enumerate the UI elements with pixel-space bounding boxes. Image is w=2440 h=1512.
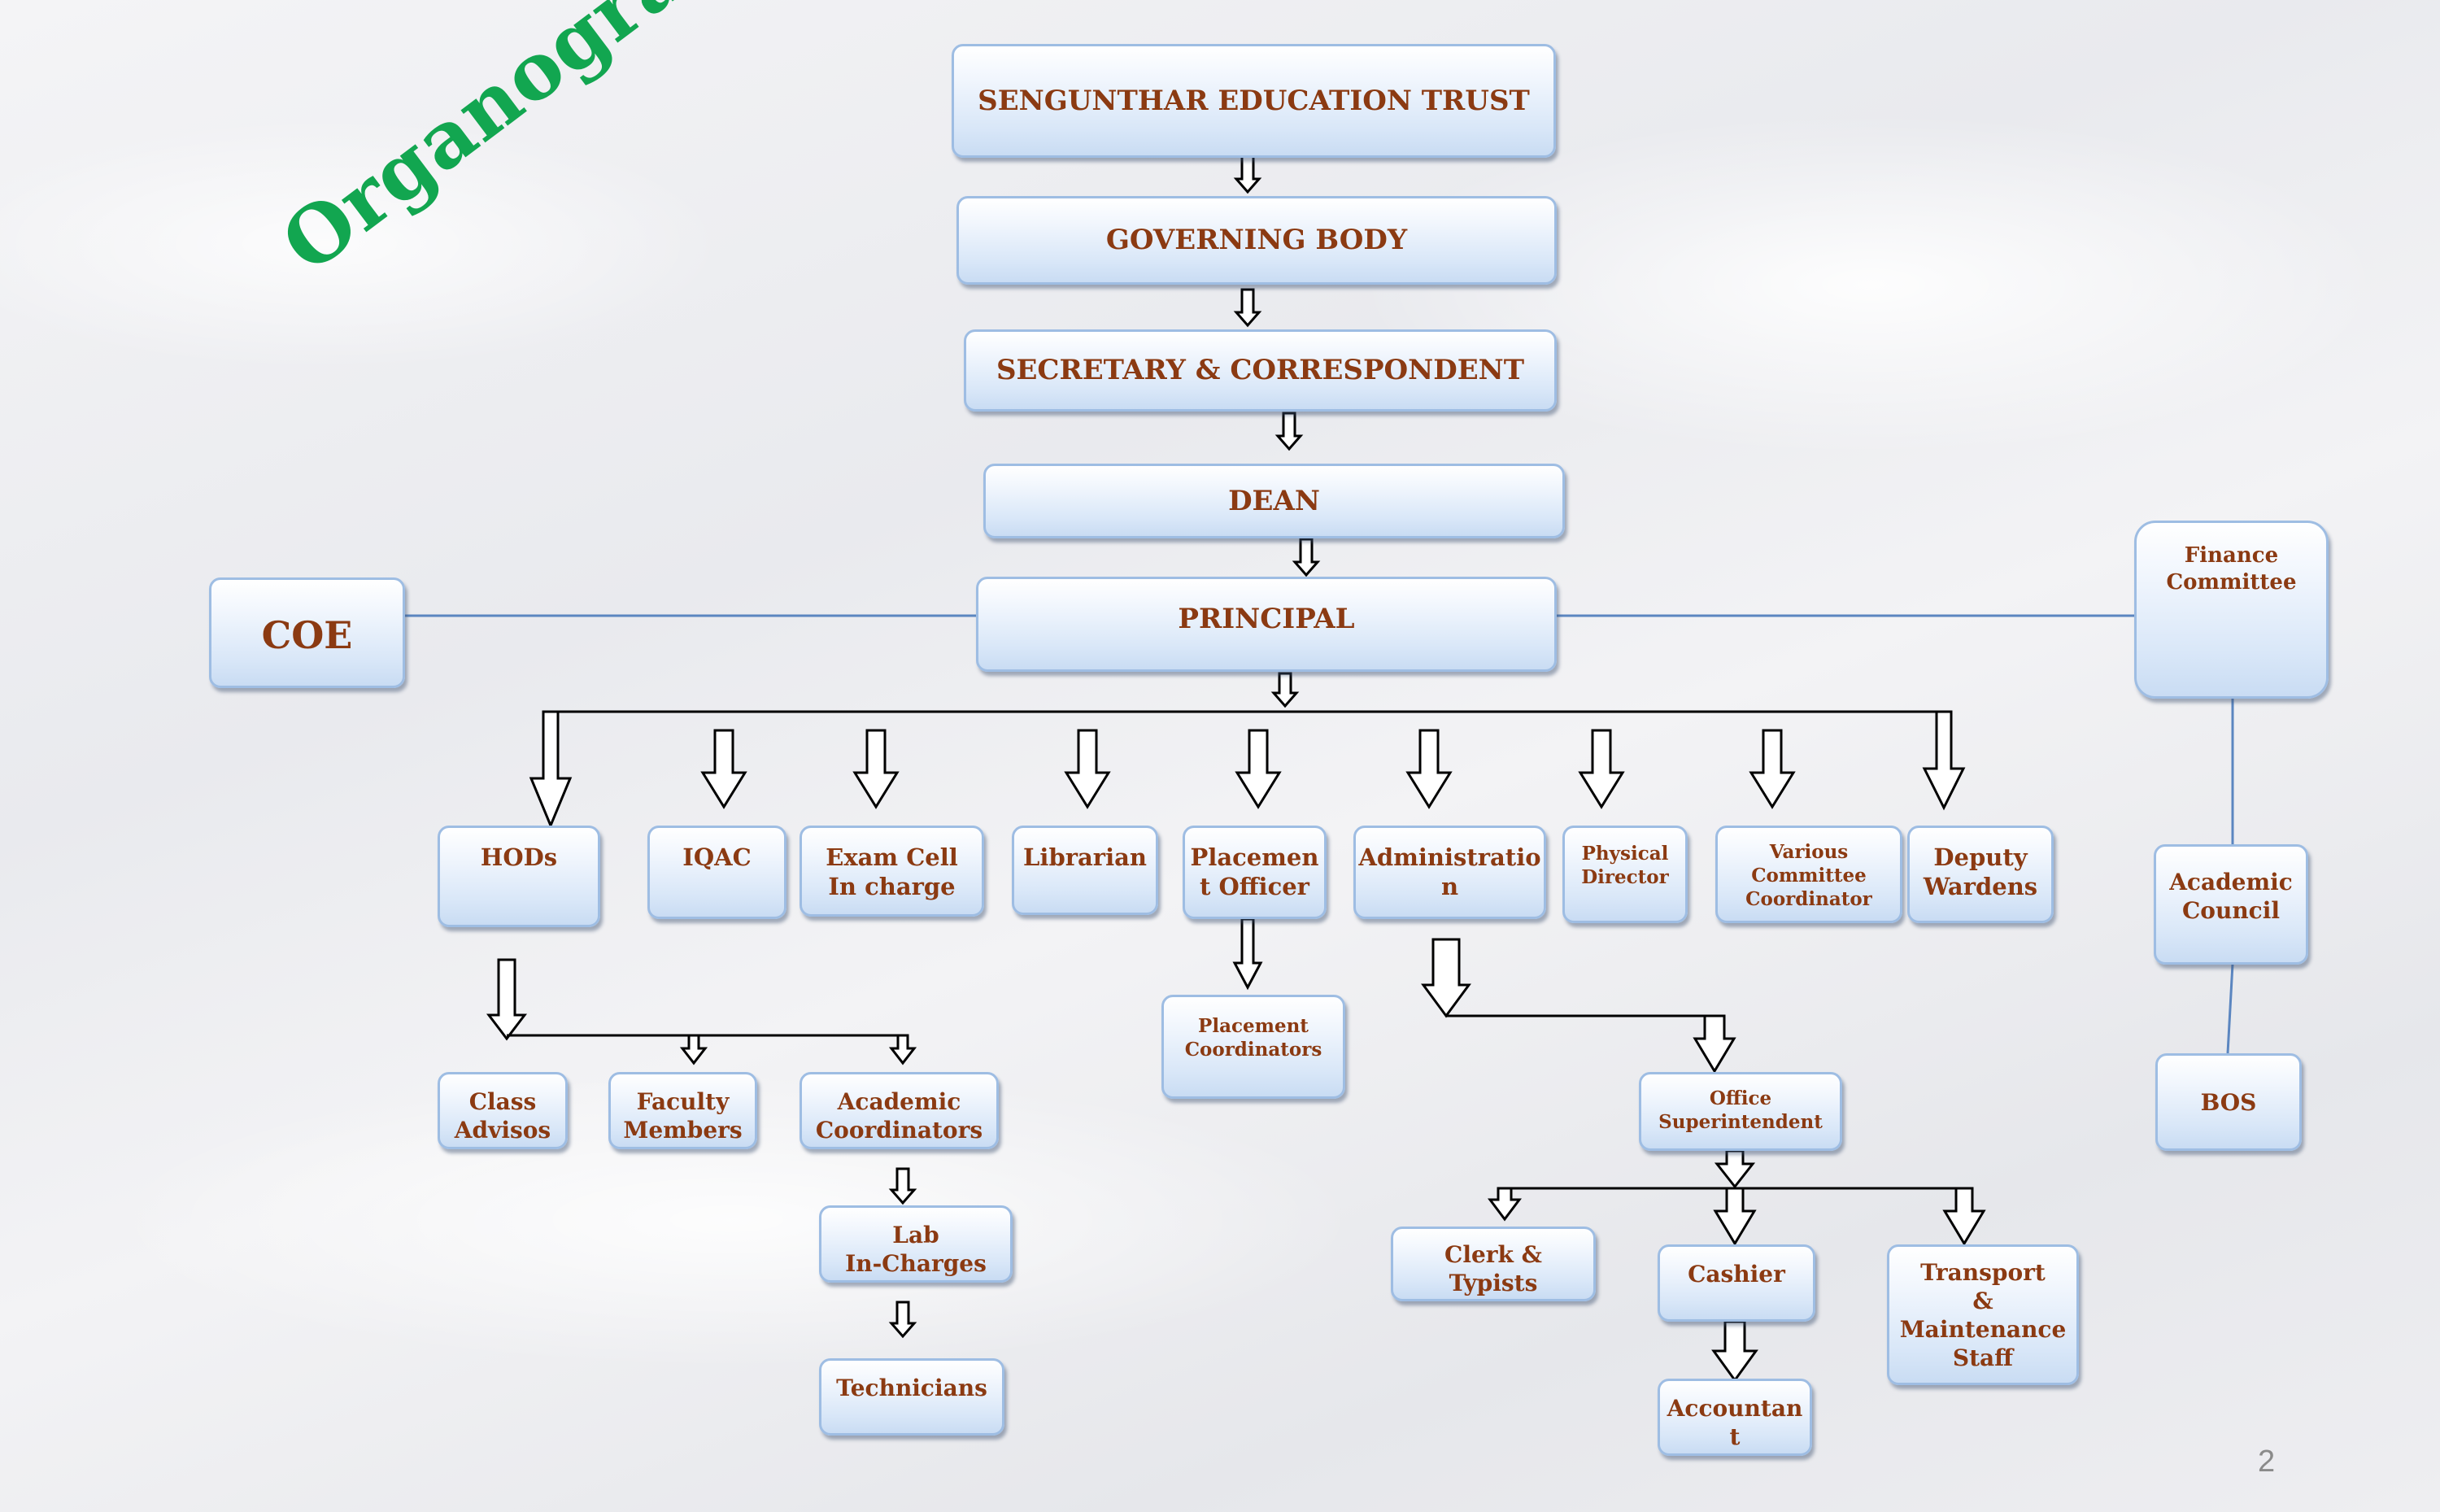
node-bos: BOS (2155, 1053, 2302, 1151)
node-finance-committee: Finance Committee (2134, 521, 2329, 699)
arrow-trust-governing (1233, 155, 1262, 194)
arrow-to-placement-coordinators (1232, 917, 1263, 991)
node-physical-director: Physical Director (1562, 826, 1688, 923)
node-hods: HODs (438, 826, 600, 927)
node-clerk-typists: Clerk & Typists (1391, 1227, 1596, 1301)
node-accountant: Accountan t (1658, 1379, 1812, 1456)
node-administration: Administratio n (1353, 826, 1546, 919)
arrow-to-committee-coordinator (1749, 729, 1796, 809)
node-librarian: Librarian (1012, 826, 1158, 915)
arrow-to-lab-incharges (888, 1167, 917, 1205)
arrow-to-physical-director (1578, 729, 1625, 809)
arrow-to-accountant (1711, 1320, 1758, 1383)
arrow-governing-secretary (1233, 288, 1262, 328)
node-transport-maintenance-staff: Transport & Maintenance Staff (1887, 1244, 2079, 1385)
node-deputy-wardens: Deputy Wardens (1907, 826, 2054, 923)
arrow-to-deputy-wardens (1922, 710, 1966, 811)
node-lab-in-charges: Lab In-Charges (819, 1205, 1013, 1283)
node-office-superintendent: Office Superintendent (1639, 1072, 1842, 1151)
node-class-advisors: Class Advisos (438, 1072, 568, 1149)
arrow-administration-down (1421, 938, 1471, 1018)
arrow-principal-branch (1270, 672, 1300, 708)
line-academic-council-bos (2226, 963, 2234, 1054)
node-dean: DEAN (983, 464, 1565, 538)
arrow-to-exam-cell (852, 729, 900, 809)
arrow-to-transport-staff (1942, 1187, 1986, 1246)
arrow-hods-down (486, 958, 528, 1041)
node-coe: COE (209, 577, 405, 688)
arrow-dean-principal (1292, 538, 1321, 577)
arrow-superintendent-down (1714, 1149, 1756, 1189)
node-technicians: Technicians (819, 1358, 1004, 1436)
arrow-to-academic-coordinators (888, 1034, 917, 1065)
node-academic-coordinators: Academic Coordinators (800, 1072, 999, 1149)
branch-line-administration (1446, 1014, 1716, 1018)
node-placement-coordinators: Placement Coordinators (1161, 995, 1345, 1099)
arrow-to-librarian (1064, 729, 1111, 809)
node-iqac: IQAC (647, 826, 786, 919)
arrow-to-iqac (700, 729, 747, 809)
arrow-secretary-dean (1274, 412, 1304, 451)
node-secretary-correspondent: SECRETARY & CORRESPONDENT (964, 329, 1557, 412)
arrow-to-office-superintendent (1693, 1014, 1736, 1074)
node-academic-council: Academic Council (2154, 844, 2308, 965)
node-exam-cell-in-charge: Exam Cell In charge (800, 826, 984, 917)
arrow-to-faculty-members (679, 1034, 708, 1065)
arrow-to-placement-officer (1235, 729, 1282, 809)
arrow-to-administration (1405, 729, 1453, 809)
node-principal: PRINCIPAL (976, 577, 1557, 672)
arrow-to-cashier (1713, 1187, 1757, 1246)
arrow-to-hods (529, 710, 573, 829)
node-governing-body: GOVERNING BODY (956, 196, 1557, 285)
node-cashier: Cashier (1658, 1244, 1815, 1322)
arrow-to-technicians (888, 1301, 917, 1339)
node-sengunthar-education-trust: SENGUNTHAR EDUCATION TRUST (952, 44, 1556, 158)
node-various-committee-coordinator: Various Committee Coordinator (1715, 826, 1902, 923)
node-placement-officer: Placemen t Officer (1183, 826, 1327, 919)
arrow-to-clerk-typists (1488, 1187, 1522, 1222)
node-faculty-members: Faculty Members (608, 1072, 757, 1149)
page-number: 2 (2258, 1444, 2276, 1479)
